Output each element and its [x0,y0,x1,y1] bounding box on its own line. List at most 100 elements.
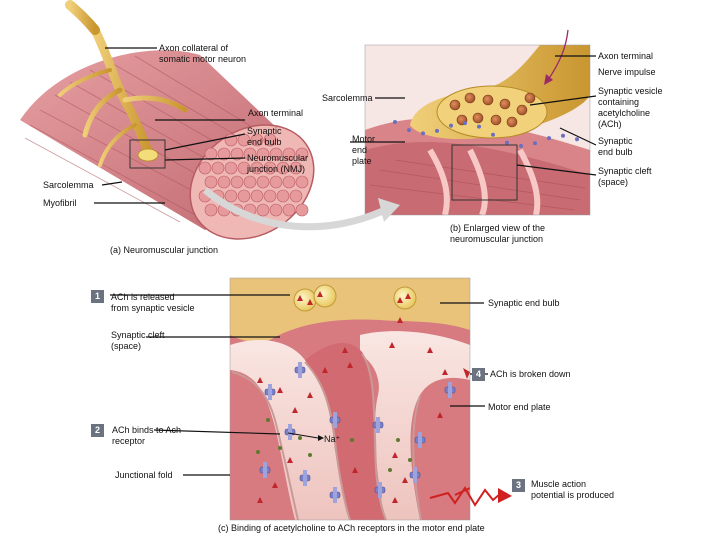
label-synaptic-vesicle: Synaptic vesicle containing acetylcholin… [598,86,663,129]
muscle-fiber [237,189,251,203]
ach-receptor [547,136,551,141]
acetylcholinesterase [278,446,282,450]
ach-receptor [407,128,411,133]
synaptic-vesicle [482,94,494,106]
muscle-fiber [256,175,270,189]
ach-molecule [322,367,328,373]
ach-molecule [277,387,283,393]
ach-molecule [317,291,323,297]
muscle-fiber [237,161,251,175]
label-axon-terminal-b: Axon terminal [598,51,654,61]
synaptic-vesicle [313,284,337,308]
ach-molecule [389,342,395,348]
ach-receptor [444,382,456,398]
muscle-fiber [204,175,218,189]
muscle-fiber [224,189,238,203]
muscle-fiber [256,203,270,217]
ach-molecule [347,362,353,368]
ach-receptor [435,128,439,133]
step-2-label: ACh binds to Ach receptor [112,425,182,446]
muscle-action-potential-arrow [429,486,512,507]
label-junctional-fold: Junctional fold [115,470,173,480]
muscle-fiber [250,161,264,175]
ach-molecule [257,377,263,383]
muscle-fiber [263,189,277,203]
label-na-ion: Na⁺ [324,434,341,444]
ach-molecule [427,347,433,353]
acetylcholinesterase [388,468,392,472]
synaptic-vesicle [490,114,502,126]
nerve-impulse-arrow [544,29,569,85]
ach-molecule [397,297,403,303]
muscle-fiber [295,147,309,161]
acetylcholinesterase [408,458,412,462]
na-ion-arrow [287,432,324,441]
ach-receptor [477,124,481,129]
ach-receptor [374,482,386,498]
muscle-fiber [230,175,244,189]
acetylcholinesterase [396,438,400,442]
ach-receptor [414,432,426,448]
muscle-fiber [269,147,283,161]
ach-receptor [463,121,467,126]
ach-receptor [449,123,453,128]
ach-molecule [405,293,411,299]
ach-receptor [409,467,421,483]
ach-receptor [329,487,341,503]
ach-molecule [342,347,348,353]
step-1-badge: 1 [91,290,104,303]
label-synaptic-cleft-c: Synaptic cleft (space) [111,330,165,351]
label-axon-collateral: Axon collateral of somatic motor neuron [159,43,247,64]
ach-receptor [533,141,537,146]
ach-molecule [437,412,443,418]
muscle-fiber [282,175,296,189]
muscle-fiber [282,203,296,217]
label-synaptic-end-bulb-b: Synaptic end bulb [598,136,633,157]
muscle-fiber [276,161,290,175]
muscle-fiber [198,161,212,175]
label-synaptic-end-bulb-a: Synaptic end bulb [247,126,282,147]
ach-receptor [294,362,306,378]
ach-receptor [372,417,384,433]
muscle-fiber [243,175,257,189]
ach-receptor [264,384,276,400]
muscle-fiber [211,161,225,175]
muscle-fiber [250,133,264,147]
muscle-fiber [282,147,296,161]
step-1-label: ACh is released from synaptic vesicle [111,292,195,313]
ach-receptor [561,133,565,138]
muscle-fiber [289,189,303,203]
caption-panel-a: (a) Neuromuscular junction [110,245,219,255]
muscle-fiber [256,147,270,161]
ach-molecule [442,369,448,375]
label-synaptic-cleft-b: Synaptic cleft (space) [598,166,652,187]
label-nmj: Neuromuscular junction (NMJ) [247,153,309,174]
panel-c-artwork [230,278,470,520]
ach-receptor [299,470,311,486]
ach-receptor [519,143,523,148]
ach-molecule [392,497,398,503]
label-sarcolemma-a: Sarcolemma [43,180,94,190]
ach-molecule [397,317,403,323]
ach-molecule [402,477,408,483]
ach-receptor [329,412,341,428]
step-3-badge: 3 [512,479,525,492]
label-sarcolemma-b: Sarcolemma [322,93,373,103]
step-3-label: Muscle action potential is produced [531,479,615,500]
ach-molecule [297,295,303,301]
caption-panel-b: (b) Enlarged view of the neuromuscular j… [450,223,546,244]
ach-molecule [392,452,398,458]
ach-receptor [491,132,495,137]
muscle-fiber [224,161,238,175]
leader-lines [94,47,597,476]
nmj-highlight-box [129,139,166,169]
caption-panel-c: (c) Binding of acetylcholine to ACh rece… [218,523,485,533]
panel-a-muscle-bundle [20,50,315,240]
muscle-fiber [217,147,231,161]
synaptic-vesicle [393,286,417,310]
acetylcholinesterase [266,418,270,422]
muscle-fiber [269,203,283,217]
label-axon-terminal-a: Axon terminal [248,108,304,118]
ach-molecule [307,392,313,398]
muscle-fiber [250,189,264,203]
